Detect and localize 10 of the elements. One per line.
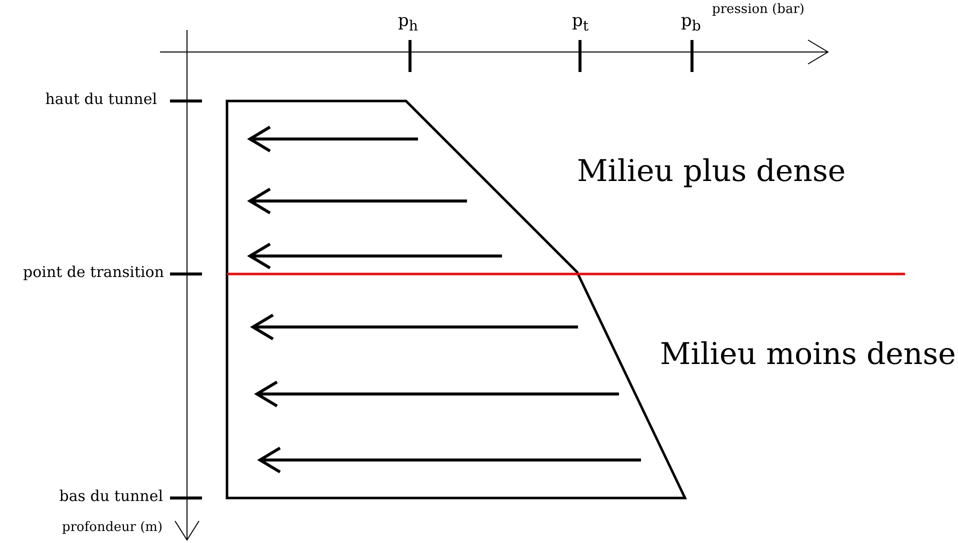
level-label: point de transition xyxy=(23,264,164,280)
axis-title: pression (bar) xyxy=(712,3,804,18)
axis-tick-label: p$_{h}$ xyxy=(398,12,418,35)
level-label: haut du tunnel xyxy=(45,91,157,108)
zone-label: Milieu moins dense xyxy=(660,338,956,371)
level-label: bas du tunnel xyxy=(59,488,163,504)
axis-tick-label: p$_{b}$ xyxy=(681,12,701,35)
axis-title: profondeur (m) xyxy=(62,521,163,536)
zone-label: Milieu plus dense xyxy=(577,155,846,188)
axis-tick-label: p$_{t}$ xyxy=(572,12,589,35)
